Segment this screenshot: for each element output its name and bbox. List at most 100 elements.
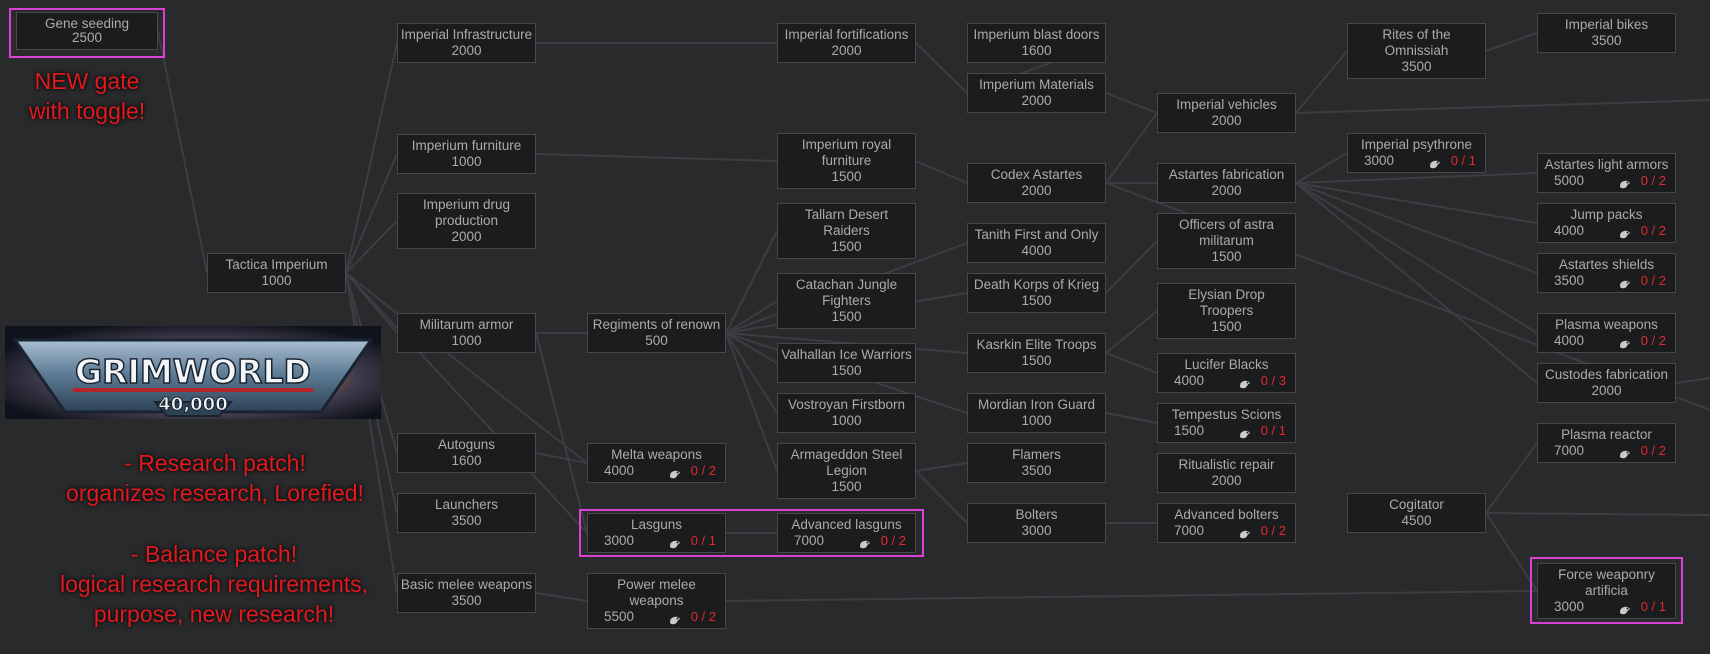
tech-requirement-icon <box>669 538 681 549</box>
requirement-counter: 0 / 2 <box>1640 173 1666 188</box>
tech-requirement-icon <box>1239 378 1251 389</box>
research-title: Flamers <box>1012 447 1061 462</box>
research-title: Imperium Materials <box>979 77 1094 92</box>
tech-requirement-icon <box>1239 528 1251 539</box>
research-link <box>345 153 398 274</box>
logo-number: 40,000 <box>158 394 227 415</box>
research-link <box>345 272 588 534</box>
research-cost: 3500 <box>1554 273 1585 288</box>
research-title: Tempestus Scions <box>1171 407 1282 422</box>
tech-requirement-icon <box>1619 178 1631 189</box>
research-link <box>725 230 778 334</box>
research-title: Custodes fabrication <box>1544 367 1669 382</box>
research-cost: 2000 <box>1211 113 1242 128</box>
research-title: Kasrkin Elite Troops <box>976 337 1097 352</box>
research-cost: 1500 <box>831 239 862 254</box>
highlight-lasguns <box>579 509 924 557</box>
grimworld-logo: GRIMWORLD 40,000 <box>5 326 381 419</box>
research-cost: 2000 <box>1211 183 1242 198</box>
research-cost: 4500 <box>1401 513 1432 528</box>
research-cost: 500 <box>645 333 668 348</box>
research-title: Astartes fabrication <box>1168 167 1285 182</box>
research-cost: 1500 <box>1211 249 1242 264</box>
tech-requirement-icon <box>669 468 681 479</box>
research-link <box>725 332 778 414</box>
research-link <box>1675 377 1710 384</box>
research-cost: 1000 <box>1021 413 1052 428</box>
research-link <box>1485 512 1538 592</box>
research-cost: 1500 <box>831 479 862 494</box>
requirement-counter: 0 / 2 <box>1640 223 1666 238</box>
research-title: Melta weapons <box>611 447 702 462</box>
requirement-counter: 0 / 2 <box>1640 333 1666 348</box>
research-link <box>1105 112 1158 184</box>
research-cost: 7000 <box>1174 523 1205 538</box>
research-title: Basic melee weapons <box>400 577 533 592</box>
research-title: Lucifer Blacks <box>1184 357 1269 372</box>
research-cost: 5000 <box>1554 173 1585 188</box>
research-cost: 5500 <box>604 609 635 624</box>
research-link <box>1295 182 1538 384</box>
annotation-research-patch: - Research patch! organizes research, Lo… <box>66 450 364 506</box>
research-cost: 4000 <box>1021 243 1052 258</box>
research-title: Ritualistic repair <box>1178 457 1275 472</box>
research-title: Jump packs <box>1570 207 1643 222</box>
requirement-counter: 0 / 2 <box>1640 273 1666 288</box>
research-title: Tactica Imperium <box>225 257 328 272</box>
research-title: Imperium furniture <box>411 138 522 153</box>
research-link <box>1295 172 1538 184</box>
requirement-counter: 0 / 1 <box>1450 153 1476 168</box>
research-title: Imperium blast doors <box>973 27 1100 42</box>
research-title: Bolters <box>1015 507 1058 522</box>
